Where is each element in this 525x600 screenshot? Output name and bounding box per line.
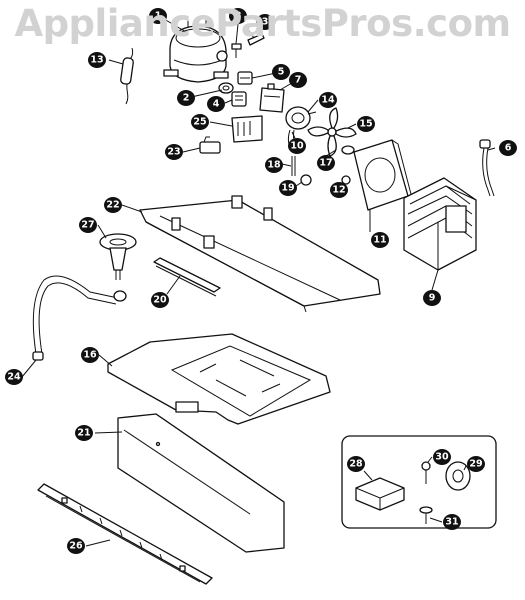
callout-label: 1 (155, 11, 162, 22)
callout-12[interactable]: 12 (330, 182, 348, 198)
callout-label: 22 (106, 200, 119, 211)
callout-28[interactable]: 28 (347, 456, 365, 472)
part-21-cover-panel[interactable] (117, 413, 285, 553)
part-7-start-relay[interactable] (259, 83, 285, 113)
callout-13[interactable]: 13 (88, 52, 106, 68)
part-8-screw[interactable] (231, 43, 242, 58)
part-17-grommet[interactable] (341, 145, 355, 155)
part-20-channel[interactable] (153, 257, 221, 297)
callout-label: 8 (235, 11, 242, 22)
part-11-fan-shroud[interactable] (353, 139, 413, 211)
callout-2[interactable]: 2 (177, 90, 195, 106)
part-25-bracket[interactable] (231, 115, 263, 143)
callout-20[interactable]: 20 (151, 292, 169, 308)
callout-label: 2 (183, 93, 190, 104)
callout-11[interactable]: 11 (371, 232, 389, 248)
callout-label: 31 (445, 517, 458, 528)
part-5-overload[interactable] (237, 71, 253, 85)
callout-label: 4 (213, 99, 220, 110)
callout-17[interactable]: 17 (317, 155, 335, 171)
callout-label: 14 (321, 95, 335, 106)
part-2-grommet[interactable] (218, 82, 234, 94)
part-14-fan-motor[interactable] (285, 106, 317, 130)
part-22-base-pan[interactable] (139, 195, 381, 313)
callout-5[interactable]: 5 (272, 64, 290, 80)
part-19-nut[interactable] (300, 174, 312, 186)
part-12-nut[interactable] (341, 175, 351, 185)
part-27-drain-funnel[interactable] (99, 233, 137, 280)
callout-15[interactable]: 15 (357, 116, 375, 132)
callout-label: 13 (90, 55, 103, 66)
callout-label: 7 (295, 75, 302, 86)
callout-label: 18 (267, 160, 281, 171)
part-9-condenser[interactable] (403, 177, 477, 271)
callout-label: 25 (193, 117, 206, 128)
callout-19[interactable]: 19 (279, 180, 297, 196)
callout-label: 11 (373, 235, 386, 246)
callout-24[interactable]: 24 (5, 369, 23, 385)
callout-label: 23 (167, 147, 180, 158)
callout-8[interactable]: 8 (229, 8, 247, 24)
part-6-drain-hose[interactable] (479, 139, 495, 197)
part-26-grille[interactable] (37, 483, 213, 585)
leader-lines (21, 15, 496, 547)
callout-14[interactable]: 14 (319, 92, 337, 108)
callout-label: 27 (81, 220, 94, 231)
callout-label: 6 (505, 143, 512, 154)
callout-label: 5 (278, 67, 285, 78)
callout-31[interactable]: 31 (443, 514, 461, 530)
callout-22[interactable]: 22 (104, 197, 122, 213)
callout-label: 17 (319, 158, 332, 169)
callout-10[interactable]: 10 (288, 138, 306, 154)
callout-4[interactable]: 4 (207, 96, 225, 112)
callout-label: 28 (349, 459, 363, 470)
callout-3[interactable]: 3 (256, 14, 274, 30)
callout-25[interactable]: 25 (191, 114, 209, 130)
callout-label: 24 (7, 372, 21, 383)
part-1-compressor[interactable] (163, 18, 229, 83)
callout-21[interactable]: 21 (75, 425, 93, 441)
part-28-control-module[interactable] (355, 477, 405, 511)
callout-9[interactable]: 9 (423, 290, 441, 306)
part-4-relay[interactable] (231, 91, 247, 107)
callout-26[interactable]: 26 (67, 538, 85, 554)
callout-label: 9 (429, 293, 436, 304)
part-24-drain-tube[interactable] (32, 275, 127, 361)
callout-label: 20 (153, 295, 167, 306)
callout-30[interactable]: 30 (433, 449, 451, 465)
callout-29[interactable]: 29 (467, 456, 485, 472)
callout-18[interactable]: 18 (265, 157, 283, 173)
callout-label: 26 (69, 541, 83, 552)
callout-label: 19 (281, 183, 294, 194)
callout-27[interactable]: 27 (79, 217, 97, 233)
callout-label: 12 (332, 185, 345, 196)
callout-6[interactable]: 6 (499, 140, 517, 156)
callout-7[interactable]: 7 (289, 72, 307, 88)
part-23-switch[interactable] (199, 136, 221, 154)
callout-label: 21 (77, 428, 90, 439)
part-13-drier[interactable] (120, 47, 134, 105)
part-16-drain-pan[interactable] (107, 333, 331, 425)
part-3-clip[interactable] (247, 33, 265, 46)
callout-1[interactable]: 1 (149, 8, 167, 24)
part-30-bolt[interactable] (421, 461, 431, 484)
part-18-rod[interactable] (291, 156, 296, 176)
callout-label: 10 (290, 141, 304, 152)
callout-label: 30 (435, 452, 449, 463)
kit-box (341, 435, 497, 529)
callout-23[interactable]: 23 (165, 144, 183, 160)
callout-label: 15 (359, 119, 372, 130)
callout-label: 29 (469, 459, 482, 470)
part-31-screw[interactable] (419, 506, 433, 524)
callout-label: 3 (262, 17, 269, 28)
callout-label: 16 (83, 350, 97, 361)
callout-16[interactable]: 16 (81, 347, 99, 363)
